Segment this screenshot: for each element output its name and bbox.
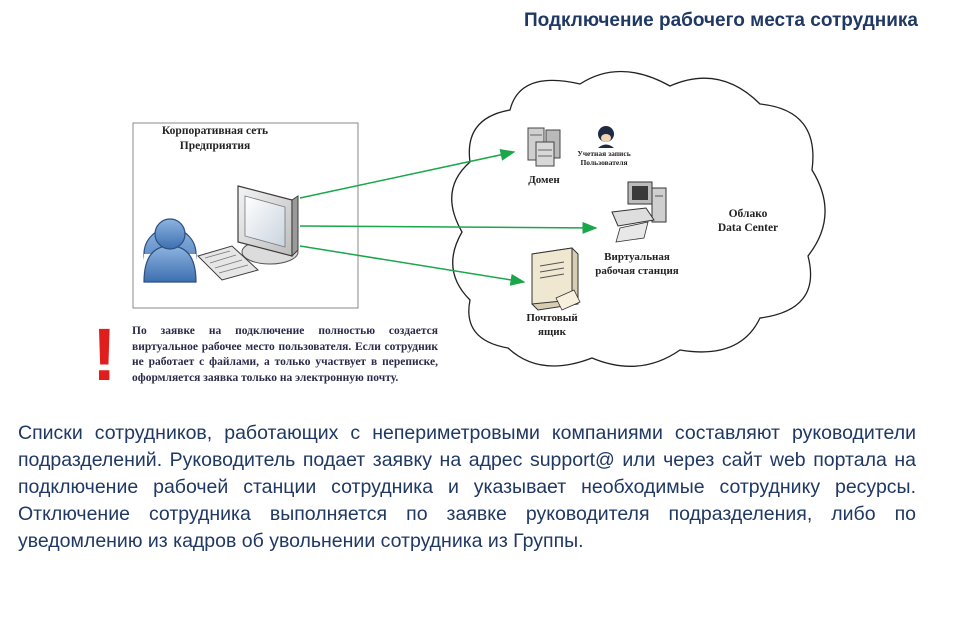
description-paragraph: Списки сотрудников, работающих с неперим… [18, 422, 916, 552]
arrow-to-domain [299, 148, 516, 199]
user-icon [143, 218, 197, 283]
workstation-monitor-icon [237, 185, 299, 265]
virtual-workstation-label-line1: Виртуальная [604, 251, 670, 263]
arrow-to-mailbox [299, 245, 526, 286]
network-diagram: Корпоративная сеть Предприятия Облако Da… [132, 70, 826, 367]
mailbox-label-line1: Почтовый [526, 312, 578, 324]
slide-title: Подключение рабочего места сотрудника [523, 10, 918, 31]
warning-note: По заявке на подключение полностью созда… [132, 325, 438, 384]
arrow-to-virtual-workstation [299, 221, 598, 234]
corp-network-label-line2: Предприятия [180, 140, 250, 152]
virtual-workstation-label-line2: рабочая станция [595, 265, 679, 277]
corp-network-label-line1: Корпоративная сеть [162, 125, 268, 137]
mailbox-label-line2: ящик [538, 326, 567, 338]
virtual-workstation-icon [611, 181, 667, 243]
keyboard-icon [197, 245, 259, 281]
cloud-label-line1: Облако [729, 208, 768, 220]
server-icon [527, 127, 561, 167]
mail-server-icon [531, 247, 581, 311]
domain-label: Домен [528, 174, 560, 186]
account-label-line1: Учетная запись [577, 149, 630, 158]
account-label-line2: Пользователя [580, 158, 627, 167]
cloud-label-line2: Data Center [718, 222, 778, 234]
account-icon [598, 126, 614, 148]
warning-exclamation-icon: ! [92, 313, 117, 396]
